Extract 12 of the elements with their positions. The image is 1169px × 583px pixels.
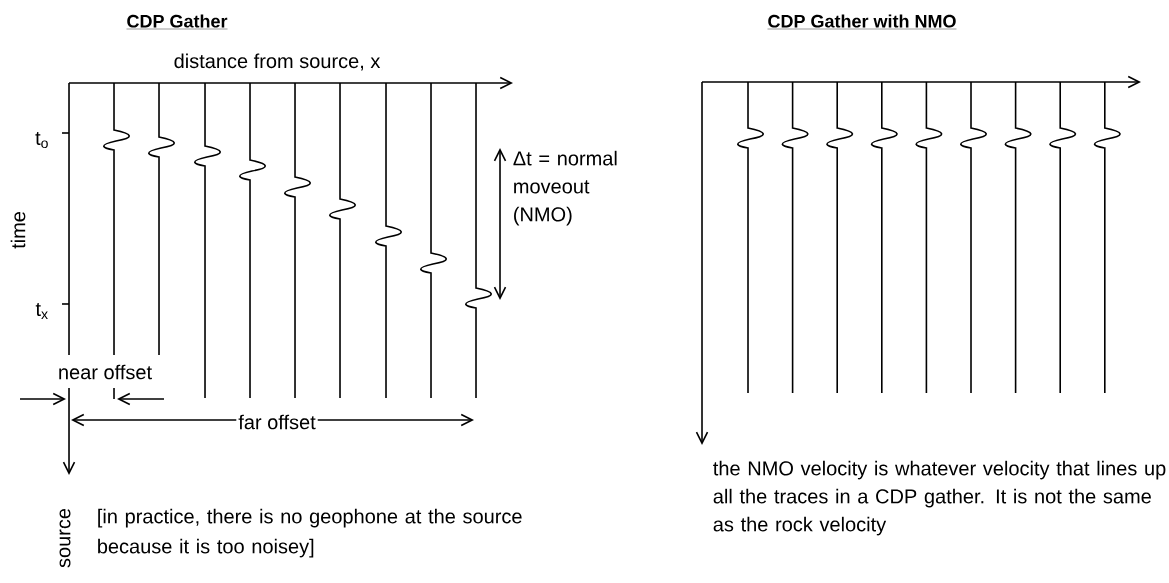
axis-label: time bbox=[10, 212, 26, 249]
tick-label: t$_{o}$ bbox=[35, 131, 48, 149]
dimension-label: Δt = normal moveout (NMO) bbox=[513, 150, 617, 226]
tick-label: t$_{x}$ bbox=[35, 303, 48, 319]
note-text: [in practice, there is no geophone at the source because it is too noisey] bbox=[98, 508, 522, 558]
dimension-label: far offset bbox=[236, 412, 318, 432]
axis-label: distance from source, x bbox=[174, 53, 381, 71]
dimension-label: near offset bbox=[59, 364, 152, 380]
axis-label: source bbox=[59, 508, 71, 568]
note-text: the NMO velocity is whatever velocity that lines up all the traces in a CDP gather. It is not the same as the rock velocity bbox=[713, 460, 1166, 536]
panel-title: CDP Gather bbox=[126, 14, 228, 30]
panel-title: CDP Gather with NMO bbox=[767, 14, 957, 30]
